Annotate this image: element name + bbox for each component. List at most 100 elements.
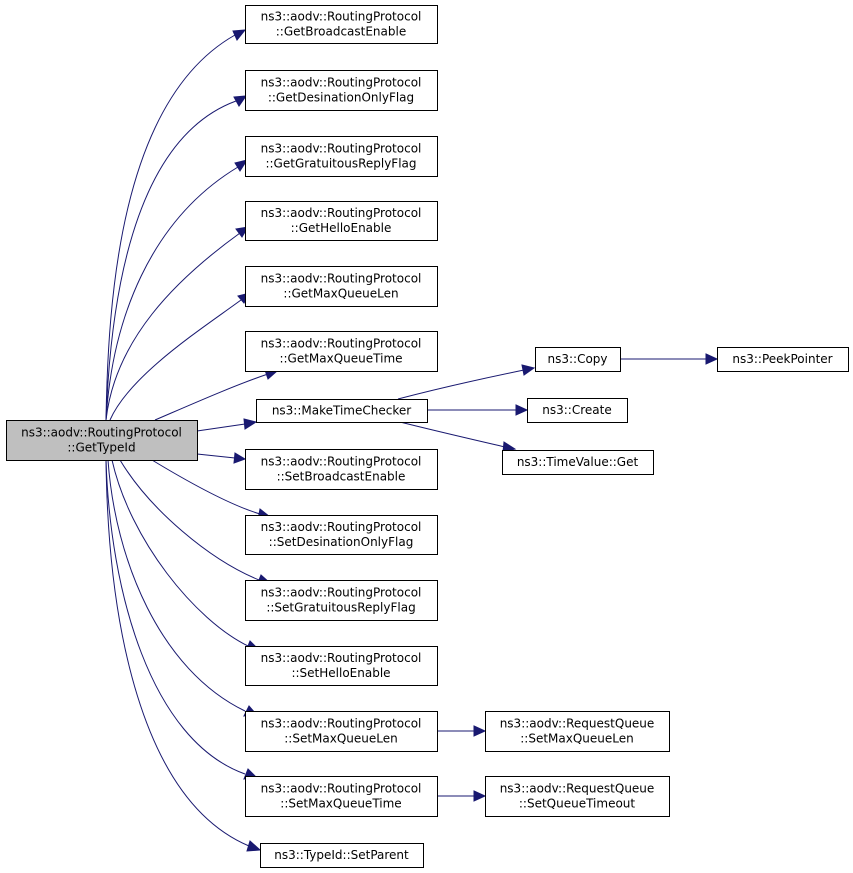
node-label: ::GetDesinationOnlyFlag <box>268 91 414 105</box>
node-label: ns3::aodv::RequestQueue <box>500 717 655 731</box>
node-box <box>260 843 424 868</box>
arrowhead-icon <box>234 159 249 172</box>
node-label: ::SetHelloEnable <box>291 666 390 680</box>
node-type-id-set-parent[interactable]: ns3::TypeId::SetParent <box>260 843 424 868</box>
arrowhead-icon <box>233 95 248 107</box>
node-label: ::GetMaxQueueTime <box>279 352 402 366</box>
edge-set-max-queue-time-to-rq-set-queue-timeout <box>437 790 487 802</box>
edge-line <box>109 299 242 421</box>
node-label: ns3::aodv::RoutingProtocol <box>261 76 422 90</box>
edge-copy-to-peek-pointer <box>620 353 719 365</box>
node-label: ns3::aodv::RoutingProtocol <box>261 272 422 286</box>
node-box <box>245 646 438 686</box>
node-set-hello-enable[interactable]: ns3::aodv::RoutingProtocol::SetHelloEnab… <box>245 646 438 686</box>
node-box <box>502 450 654 475</box>
arrowhead-icon <box>243 418 258 430</box>
node-box <box>245 331 438 372</box>
edge-root-to-set-broadcast-enable <box>196 452 247 464</box>
node-time-value-get[interactable]: ns3::TimeValue::Get <box>502 450 654 475</box>
node-box <box>535 347 621 372</box>
node-label: ::SetBroadcastEnable <box>277 470 406 484</box>
node-box <box>245 515 438 555</box>
node-get-gratuitous-reply-flag[interactable]: ns3::aodv::RoutingProtocol::GetGratuitou… <box>245 136 438 177</box>
node-box <box>485 776 670 817</box>
node-box <box>245 449 438 490</box>
node-copy[interactable]: ns3::Copy <box>535 347 621 372</box>
node-box <box>245 266 438 307</box>
node-peek-pointer[interactable]: ns3::PeekPointer <box>717 347 849 372</box>
edge-root-to-get-hello-enable <box>105 226 249 421</box>
edge-line <box>151 459 261 515</box>
node-label: ns3::aodv::RoutingProtocol <box>261 10 422 24</box>
node-set-gratuitous-reply-flag[interactable]: ns3::aodv::RoutingProtocol::SetGratuitou… <box>245 580 438 621</box>
node-label: ns3::aodv::RoutingProtocol <box>21 426 182 440</box>
node-box <box>245 70 438 111</box>
edge-line <box>399 421 506 448</box>
node-label: ns3::MakeTimeChecker <box>272 404 411 418</box>
node-get-max-queue-len[interactable]: ns3::aodv::RoutingProtocol::GetMaxQueueL… <box>245 266 438 307</box>
arrowhead-icon <box>515 404 529 416</box>
node-label: ::SetMaxQueueLen <box>284 732 397 746</box>
edge-line <box>105 232 241 421</box>
node-label: ns3::aodv::RequestQueue <box>500 782 655 796</box>
node-label: ::SetMaxQueueTime <box>280 797 401 811</box>
node-label: ns3::Create <box>542 403 611 417</box>
node-label: ::SetMaxQueueLen <box>520 732 633 746</box>
edge-line <box>397 369 525 400</box>
edge-line <box>119 459 260 581</box>
node-root[interactable]: ns3::aodv::RoutingProtocol::GetTypeId <box>6 420 198 461</box>
node-box <box>245 5 438 44</box>
node-rq-set-max-queue-len[interactable]: ns3::aodv::RequestQueue::SetMaxQueueLen <box>485 711 670 752</box>
node-set-max-queue-len[interactable]: ns3::aodv::RoutingProtocol::SetMaxQueueL… <box>245 711 438 752</box>
edge-line <box>154 373 269 421</box>
arrowhead-icon <box>705 353 719 365</box>
edge-make-time-checker-to-time-value-get <box>399 421 517 453</box>
edge-root-to-get-gratuitous-reply-flag <box>105 159 249 421</box>
node-label: ns3::PeekPointer <box>732 352 832 366</box>
node-box <box>245 776 438 817</box>
edge-root-to-set-max-queue-time <box>105 459 258 780</box>
node-label: ns3::aodv::RoutingProtocol <box>261 206 422 220</box>
arrowhead-icon <box>473 725 487 737</box>
node-label: ::GetTypeId <box>67 441 135 455</box>
node-get-broadcast-enable[interactable]: ns3::aodv::RoutingProtocol::GetBroadcast… <box>245 5 438 44</box>
node-label: ns3::aodv::RoutingProtocol <box>261 337 422 351</box>
node-label: ns3::TimeValue::Get <box>517 455 639 469</box>
edge-root-to-set-max-queue-len <box>107 459 257 717</box>
node-label: ns3::aodv::RoutingProtocol <box>261 520 422 534</box>
node-label: ::GetBroadcastEnable <box>276 25 406 39</box>
node-make-time-checker[interactable]: ns3::MakeTimeChecker <box>256 399 428 423</box>
node-label: ns3::aodv::RoutingProtocol <box>261 782 422 796</box>
node-label: ns3::aodv::RoutingProtocol <box>261 586 422 600</box>
node-get-desination-only-flag[interactable]: ns3::aodv::RoutingProtocol::GetDesinatio… <box>245 70 438 111</box>
edge-set-max-queue-len-to-rq-set-max-queue-len <box>437 725 487 737</box>
node-label: ns3::aodv::RoutingProtocol <box>261 142 422 156</box>
edge-line <box>107 459 246 712</box>
node-set-broadcast-enable[interactable]: ns3::aodv::RoutingProtocol::SetBroadcast… <box>245 449 438 490</box>
node-label: ns3::TypeId::SetParent <box>274 848 409 862</box>
arrowhead-icon <box>232 29 247 41</box>
call-graph-nodes: ns3::aodv::RoutingProtocol::GetTypeIdns3… <box>6 5 849 868</box>
node-box <box>717 347 849 372</box>
node-set-desination-only-flag[interactable]: ns3::aodv::RoutingProtocol::SetDesinatio… <box>245 515 438 555</box>
edge-line <box>105 34 236 421</box>
arrowhead-icon <box>233 452 247 464</box>
node-rq-set-queue-timeout[interactable]: ns3::aodv::RequestQueue::SetQueueTimeout <box>485 776 670 817</box>
node-create[interactable]: ns3::Create <box>527 398 628 423</box>
edge-root-to-get-broadcast-enable <box>105 29 247 421</box>
edge-root-to-type-id-set-parent <box>105 459 262 852</box>
node-box <box>245 580 438 621</box>
edge-root-to-get-max-queue-len <box>109 292 252 421</box>
arrowhead-icon <box>473 790 487 802</box>
node-label: ::SetQueueTimeout <box>519 797 636 811</box>
node-label: ns3::Copy <box>547 352 607 366</box>
node-get-max-queue-time[interactable]: ns3::aodv::RoutingProtocol::GetMaxQueueT… <box>245 331 438 372</box>
node-get-hello-enable[interactable]: ns3::aodv::RoutingProtocol::GetHelloEnab… <box>245 201 438 241</box>
arrowhead-icon <box>521 364 536 376</box>
node-label: ::SetDesinationOnlyFlag <box>269 535 414 549</box>
node-set-max-queue-time[interactable]: ns3::aodv::RoutingProtocol::SetMaxQueueT… <box>245 776 438 817</box>
node-box <box>245 136 438 177</box>
node-box <box>256 399 428 423</box>
edge-line <box>111 459 249 647</box>
